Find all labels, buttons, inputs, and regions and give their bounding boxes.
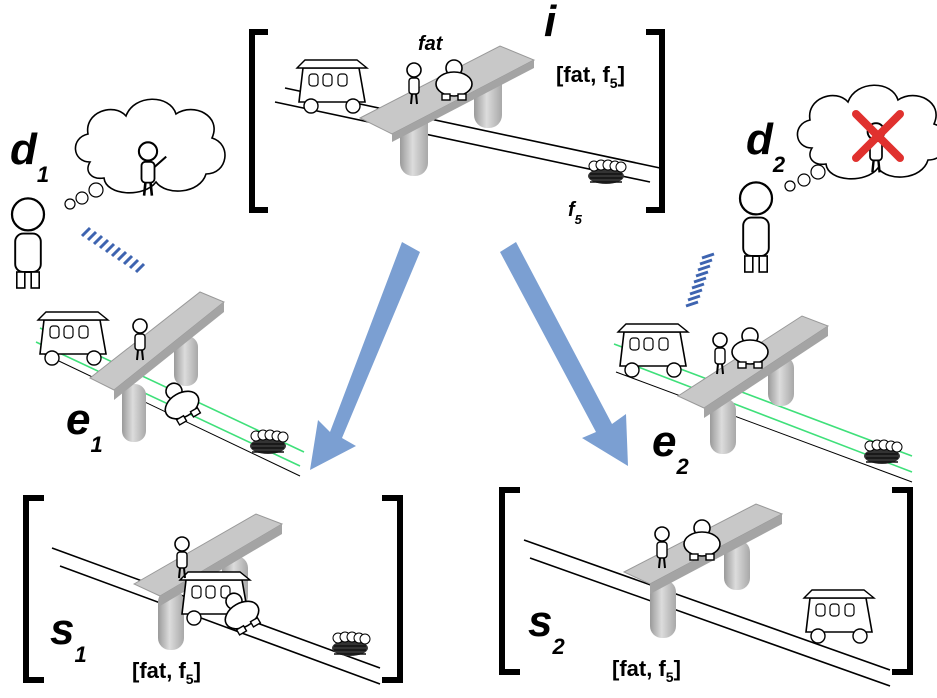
d2-dashes bbox=[685, 252, 715, 308]
top-right-bracket bbox=[646, 29, 665, 213]
d2-thought bbox=[685, 84, 937, 308]
d1-thought bbox=[10, 98, 226, 289]
s2-left-bracket bbox=[499, 487, 520, 675]
s1-scene bbox=[23, 495, 403, 685]
top-left-bracket bbox=[249, 29, 268, 213]
s2-trolley bbox=[803, 589, 875, 644]
label-d1: d1 bbox=[10, 125, 50, 187]
s2-right-bracket bbox=[892, 487, 913, 675]
e1-scene bbox=[35, 291, 305, 477]
s1-right-bracket bbox=[382, 495, 403, 683]
label-s1: s1 bbox=[50, 605, 87, 667]
label-e2: e2 bbox=[652, 417, 689, 479]
d2-red-cross bbox=[852, 110, 904, 162]
top-scene bbox=[249, 29, 665, 213]
s1-vector: [fat, f5] bbox=[132, 658, 201, 687]
s2-track bbox=[523, 539, 891, 671]
e1-pillar-left bbox=[122, 384, 146, 442]
e1-pillar-right bbox=[174, 336, 198, 386]
d2-person bbox=[738, 181, 774, 273]
label-fat: fat bbox=[418, 33, 443, 55]
e2-five-workers bbox=[863, 439, 903, 465]
label-f5: f5 bbox=[568, 199, 582, 227]
e1-footbridge bbox=[89, 291, 225, 391]
s1-pillar-left bbox=[158, 590, 184, 650]
d1-person bbox=[10, 197, 46, 289]
s1-left-bracket bbox=[23, 495, 44, 683]
s1-five-workers bbox=[331, 631, 371, 657]
top-vector: [fat, f5] bbox=[556, 62, 625, 91]
label-e1: e1 bbox=[66, 395, 103, 457]
e1-trolley bbox=[37, 311, 109, 366]
arrow-to-s2 bbox=[500, 242, 628, 466]
label-i: i bbox=[544, 0, 557, 46]
label-s2: s2 bbox=[528, 597, 565, 659]
s2-pillar-left bbox=[650, 580, 676, 638]
arrow-to-s1 bbox=[310, 242, 420, 470]
e2-pillar-left bbox=[710, 398, 736, 454]
s2-scene bbox=[499, 487, 913, 687]
s2-vector: [fat, f5] bbox=[612, 656, 681, 685]
e2-fat-man bbox=[731, 327, 769, 369]
e1-five-workers bbox=[249, 429, 289, 455]
d1-imagined-person bbox=[137, 141, 167, 197]
e2-scene bbox=[613, 315, 913, 483]
label-d2: d2 bbox=[746, 115, 786, 177]
d1-dashes bbox=[80, 226, 146, 274]
top-trolley bbox=[296, 59, 368, 114]
s2-pillar-right bbox=[724, 540, 750, 590]
e2-trolley bbox=[617, 323, 689, 378]
top-track bbox=[274, 101, 651, 183]
top-five-workers bbox=[587, 159, 627, 185]
